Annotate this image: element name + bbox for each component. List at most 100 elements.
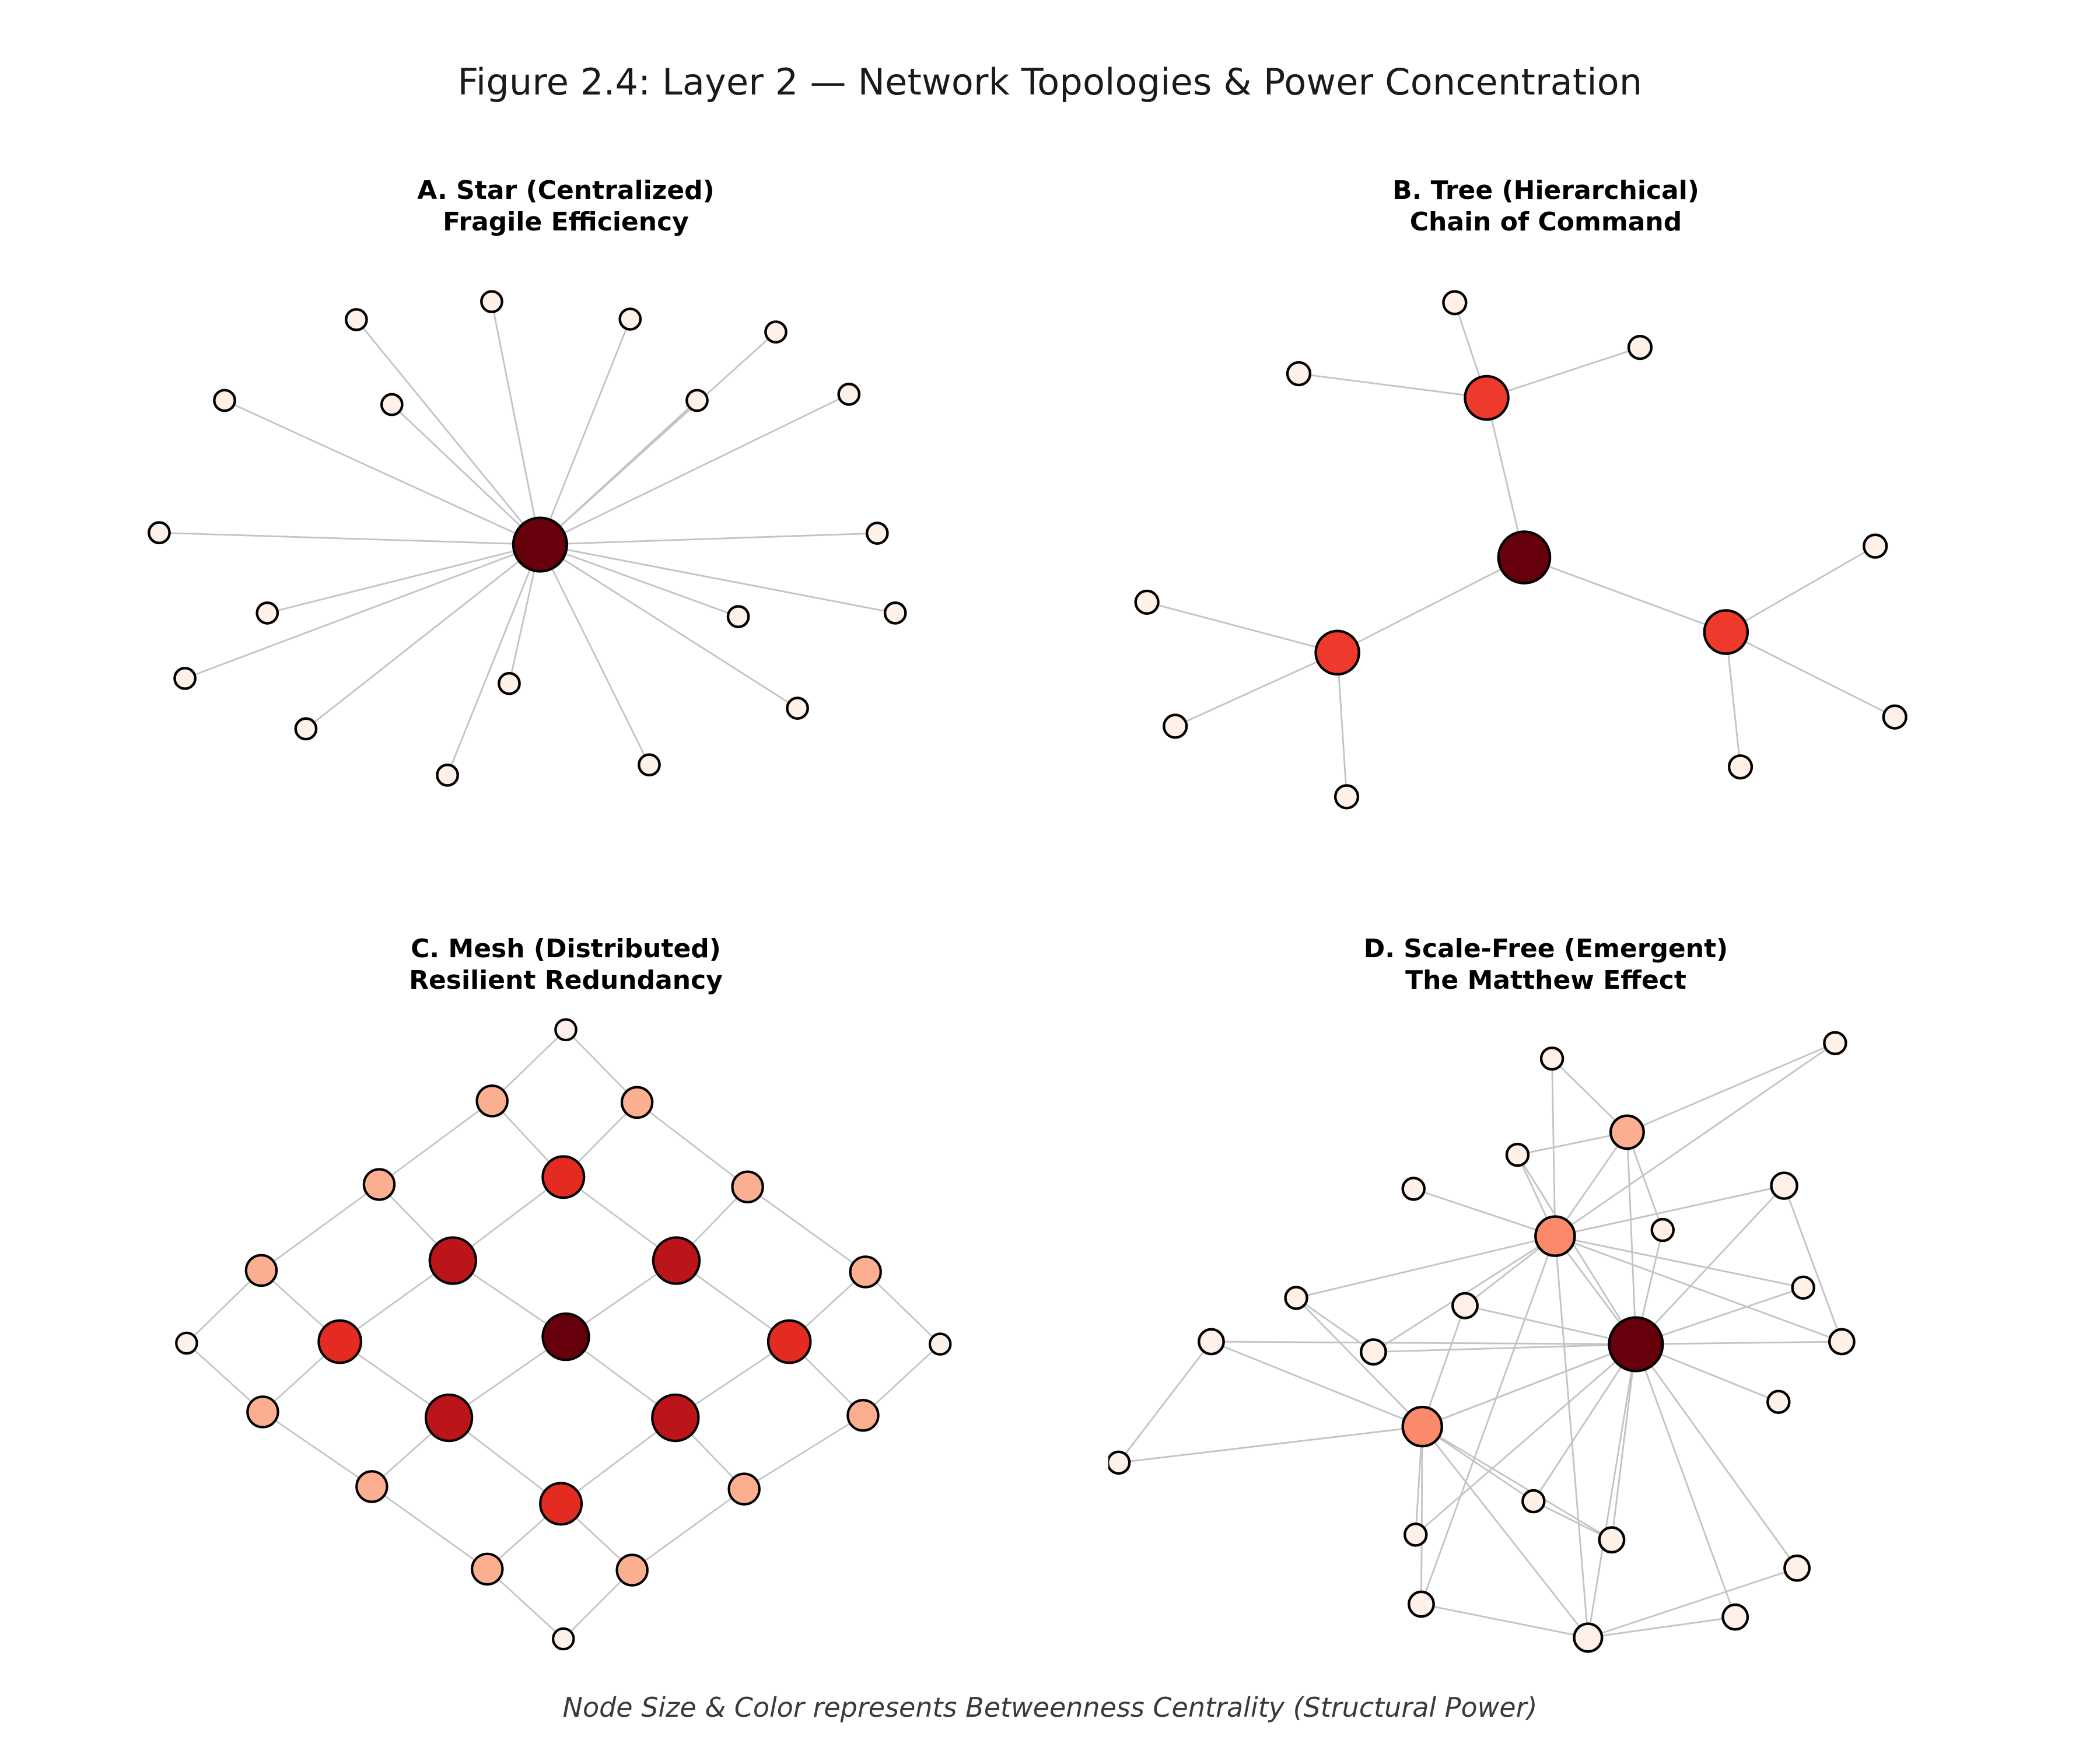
network-node[interactable] bbox=[849, 1255, 882, 1289]
network-node[interactable] bbox=[618, 307, 642, 331]
network-node[interactable] bbox=[837, 383, 861, 406]
network-node[interactable] bbox=[1497, 530, 1552, 584]
network-node[interactable] bbox=[1703, 609, 1749, 655]
network-node[interactable] bbox=[1783, 1554, 1811, 1582]
network-node[interactable] bbox=[638, 753, 661, 777]
network-node[interactable] bbox=[512, 516, 568, 573]
network-node[interactable] bbox=[539, 1482, 583, 1526]
network-edge bbox=[747, 1186, 867, 1273]
network-node[interactable] bbox=[1650, 1217, 1675, 1242]
network-node[interactable] bbox=[1770, 1171, 1798, 1200]
network-node[interactable] bbox=[1163, 713, 1188, 739]
network-node[interactable] bbox=[1442, 290, 1468, 316]
network-node[interactable] bbox=[620, 1086, 654, 1119]
network-node[interactable] bbox=[1534, 1215, 1576, 1257]
network-edge bbox=[539, 393, 850, 545]
network-edge bbox=[1635, 1343, 1798, 1569]
network-node[interactable] bbox=[317, 1319, 362, 1364]
network-node[interactable] bbox=[1284, 1286, 1308, 1310]
network-node[interactable] bbox=[475, 1084, 509, 1118]
network-node[interactable] bbox=[173, 667, 197, 690]
network-node[interactable] bbox=[865, 522, 889, 545]
network-edge bbox=[446, 544, 541, 776]
network-node[interactable] bbox=[1627, 334, 1653, 360]
network-node[interactable] bbox=[1408, 1590, 1435, 1618]
network-node[interactable] bbox=[355, 1470, 388, 1503]
network-edge bbox=[1587, 1616, 1737, 1639]
network-edge bbox=[539, 544, 897, 614]
network-node[interactable] bbox=[1401, 1177, 1426, 1201]
network-node[interactable] bbox=[436, 763, 459, 787]
network-node[interactable] bbox=[1286, 360, 1312, 387]
network-node[interactable] bbox=[1727, 754, 1754, 780]
network-node[interactable] bbox=[1334, 784, 1360, 810]
network-edge bbox=[223, 400, 541, 545]
network-node[interactable] bbox=[652, 1236, 701, 1285]
network-node[interactable] bbox=[1791, 1275, 1815, 1300]
network-node[interactable] bbox=[651, 1393, 700, 1443]
network-node[interactable] bbox=[883, 601, 907, 625]
network-node[interactable] bbox=[786, 696, 809, 720]
network-node[interactable] bbox=[380, 393, 404, 416]
network-node[interactable] bbox=[554, 1018, 578, 1042]
network-node[interactable] bbox=[731, 1170, 764, 1203]
network-node[interactable] bbox=[766, 1319, 812, 1364]
network-node[interactable] bbox=[1134, 589, 1160, 615]
network-edge bbox=[1554, 1042, 1836, 1237]
network-node[interactable] bbox=[685, 388, 709, 412]
network-node[interactable] bbox=[1539, 1046, 1564, 1071]
network-node[interactable] bbox=[1108, 1450, 1131, 1475]
network-node[interactable] bbox=[424, 1393, 474, 1443]
panel-mesh-title: C. Mesh (Distributed) Resilient Redundan… bbox=[409, 934, 723, 995]
network-node[interactable] bbox=[1360, 1338, 1387, 1366]
network-edge bbox=[1635, 1340, 1843, 1345]
network-node[interactable] bbox=[615, 1553, 649, 1587]
network-node[interactable] bbox=[1451, 1292, 1479, 1320]
network-node[interactable] bbox=[1314, 629, 1360, 676]
network-node[interactable] bbox=[1608, 1316, 1664, 1373]
network-node[interactable] bbox=[428, 1236, 477, 1285]
network-node[interactable] bbox=[541, 1312, 590, 1362]
network-node[interactable] bbox=[1609, 1114, 1645, 1150]
network-node[interactable] bbox=[246, 1395, 279, 1429]
network-edge bbox=[355, 318, 541, 545]
network-node[interactable] bbox=[1404, 1522, 1428, 1547]
network-node[interactable] bbox=[498, 671, 521, 695]
network-node[interactable] bbox=[1823, 1031, 1847, 1055]
network-node[interactable] bbox=[552, 1627, 575, 1651]
network-node[interactable] bbox=[1863, 533, 1888, 559]
network-node[interactable] bbox=[1521, 1489, 1546, 1514]
network-node[interactable] bbox=[1766, 1390, 1791, 1414]
network-node[interactable] bbox=[480, 290, 503, 313]
network-node[interactable] bbox=[213, 388, 236, 412]
network-node[interactable] bbox=[1464, 374, 1510, 421]
network-node[interactable] bbox=[345, 308, 368, 331]
network-node[interactable] bbox=[727, 1472, 761, 1506]
network-node[interactable] bbox=[541, 1155, 586, 1199]
network-node[interactable] bbox=[726, 605, 750, 628]
network-node[interactable] bbox=[256, 601, 279, 625]
network-node[interactable] bbox=[1401, 1405, 1443, 1448]
network-node[interactable] bbox=[244, 1254, 278, 1287]
network-node[interactable] bbox=[1198, 1328, 1225, 1356]
network-node[interactable] bbox=[1598, 1526, 1626, 1554]
network-node[interactable] bbox=[928, 1332, 952, 1356]
network-edge bbox=[371, 1486, 488, 1570]
network-node[interactable] bbox=[1505, 1142, 1530, 1167]
network-node[interactable] bbox=[1573, 1622, 1604, 1653]
network-edge bbox=[1532, 1500, 1613, 1541]
network-edge bbox=[1517, 1154, 1637, 1345]
network-node[interactable] bbox=[148, 521, 171, 545]
panel-scale-free-title: D. Scale-Free (Emergent) The Matthew Eff… bbox=[1363, 934, 1728, 995]
network-node[interactable] bbox=[1882, 704, 1908, 730]
network-node[interactable] bbox=[1721, 1603, 1749, 1631]
network-node[interactable] bbox=[471, 1552, 504, 1586]
network-node[interactable] bbox=[1828, 1328, 1856, 1356]
network-node[interactable] bbox=[362, 1168, 396, 1201]
network-edge bbox=[1118, 1340, 1212, 1464]
network-node[interactable] bbox=[294, 717, 318, 741]
network-node[interactable] bbox=[846, 1399, 880, 1432]
network-node[interactable] bbox=[764, 320, 788, 344]
network-edge bbox=[1412, 1188, 1556, 1237]
network-node[interactable] bbox=[175, 1331, 198, 1355]
